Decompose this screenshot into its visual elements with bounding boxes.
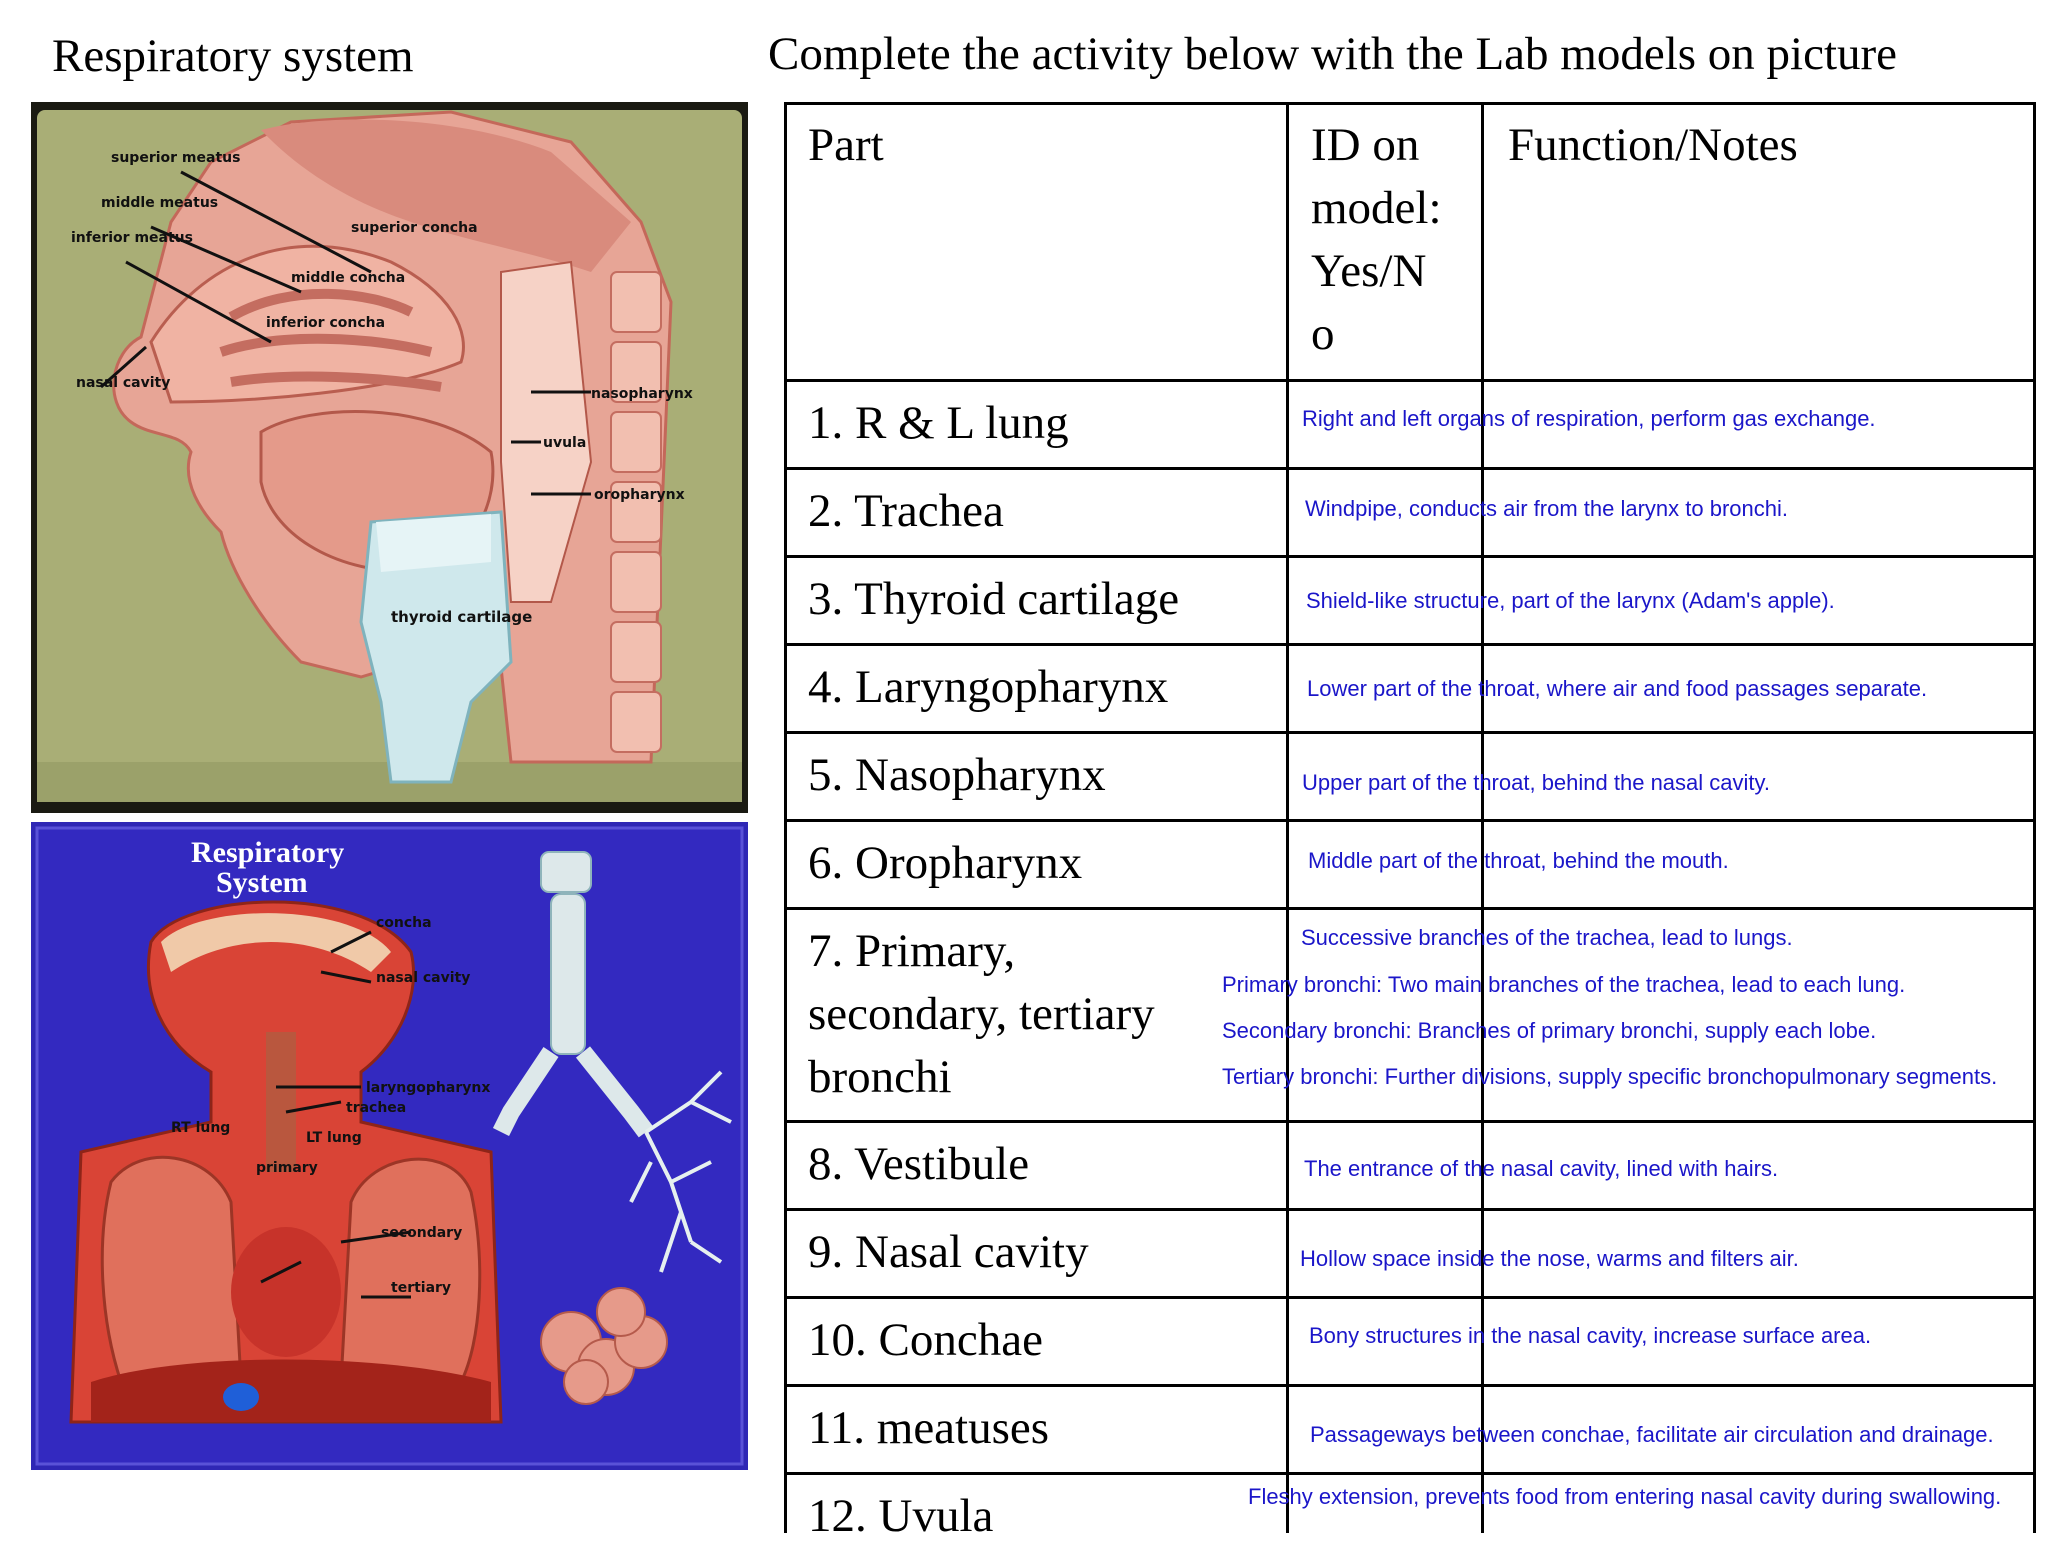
- table-row-part: 6. Oropharynx: [808, 837, 1083, 889]
- header-id-line1: ID on: [1311, 119, 1420, 171]
- note-text[interactable]: Fleshy extension, prevents food from ent…: [1248, 1484, 2002, 1509]
- label-nasal-cavity: nasal cavity: [76, 375, 170, 391]
- table-row-part: secondary, tertiary: [808, 988, 1155, 1040]
- table-row-part: 4. Laryngopharynx: [808, 661, 1169, 713]
- note-text[interactable]: Windpipe, conducts air from the larynx t…: [1305, 496, 1789, 521]
- label-inferior-meatus: inferior meatus: [71, 230, 193, 246]
- note-text[interactable]: Secondary bronchi: Branches of primary b…: [1222, 1018, 1877, 1043]
- table-row-part: 7. Primary,: [808, 925, 1016, 977]
- header-function: Function/Notes: [1508, 119, 1798, 171]
- label-rt-lung: RT lung: [171, 1120, 230, 1136]
- table-row-part: 9. Nasal cavity: [808, 1226, 1089, 1278]
- label-lt-lung: LT lung: [306, 1130, 362, 1146]
- table-row-part: 12. Uvula: [808, 1490, 994, 1542]
- note-text[interactable]: Hollow space inside the nose, warms and …: [1300, 1246, 1799, 1271]
- header-id-line2: model:: [1311, 182, 1442, 234]
- note-text[interactable]: Shield-like structure, part of the laryn…: [1306, 588, 1835, 613]
- label-trachea: trachea: [346, 1100, 406, 1116]
- header-id-line3: Yes/N: [1311, 245, 1427, 297]
- note-text[interactable]: Middle part of the throat, behind the mo…: [1308, 848, 1729, 873]
- head-model-illustration: superior meatus middle meatus inferior m…: [37, 110, 742, 802]
- note-text[interactable]: Passageways between conchae, facilitate …: [1310, 1422, 1994, 1447]
- header-part: Part: [808, 119, 884, 171]
- table-row-part: 11. meatuses: [808, 1402, 1050, 1454]
- label-nasal-cavity-2: nasal cavity: [376, 970, 470, 986]
- label-secondary: secondary: [381, 1225, 462, 1241]
- label-laryngopharynx: laryngopharynx: [366, 1080, 490, 1096]
- note-text[interactable]: Right and left organs of respiration, pe…: [1302, 406, 1876, 431]
- note-text[interactable]: Primary bronchi: Two main branches of th…: [1222, 972, 1906, 997]
- label-middle-concha: middle concha: [291, 270, 405, 286]
- label-middle-meatus: middle meatus: [101, 195, 218, 211]
- table-row-part: 8. Vestibule: [808, 1138, 1030, 1190]
- label-uvula: uvula: [543, 435, 586, 451]
- table-row-part: bronchi: [808, 1051, 952, 1103]
- table-row-part: 5. Nasopharynx: [808, 749, 1106, 801]
- label-oropharynx: oropharynx: [594, 487, 685, 503]
- note-text[interactable]: Successive branches of the trachea, lead…: [1301, 925, 1793, 950]
- poster-title-line1: Respiratory: [191, 836, 344, 869]
- label-superior-concha: superior concha: [351, 220, 478, 236]
- label-thyroid-cartilage: thyroid cartilage: [391, 608, 532, 626]
- label-concha: concha: [376, 915, 432, 931]
- worksheet-table: Part ID on model: Yes/N o Function/Notes…: [784, 102, 2036, 1542]
- left-title: Respiratory system: [52, 30, 414, 82]
- label-tertiary: tertiary: [391, 1280, 451, 1296]
- poster-title-line2: System: [216, 866, 308, 899]
- torso-model-photo: Respiratory System: [31, 822, 748, 1470]
- table-row-part: 10. Conchae: [808, 1314, 1043, 1366]
- torso-model-illustration: Respiratory System: [31, 822, 748, 1470]
- label-inferior-concha: inferior concha: [266, 315, 385, 331]
- note-text[interactable]: Upper part of the throat, behind the nas…: [1302, 770, 1770, 795]
- note-text[interactable]: Bony structures in the nasal cavity, inc…: [1309, 1323, 1872, 1348]
- page-title: Complete the activity below with the Lab…: [768, 28, 1898, 80]
- head-model-photo: superior meatus middle meatus inferior m…: [31, 102, 748, 813]
- label-primary: primary: [256, 1160, 318, 1176]
- note-text[interactable]: Lower part of the throat, where air and …: [1307, 676, 1928, 701]
- label-superior-meatus: superior meatus: [111, 150, 240, 166]
- note-text[interactable]: Tertiary bronchi: Further divisions, sup…: [1222, 1064, 1998, 1089]
- table-row-part: 3. Thyroid cartilage: [808, 573, 1180, 625]
- header-id-line4: o: [1311, 308, 1335, 360]
- table-row-part: 1. R & L lung: [808, 397, 1069, 449]
- label-nasopharynx: nasopharynx: [591, 386, 693, 402]
- table-row-part: 2. Trachea: [808, 485, 1004, 537]
- note-text[interactable]: The entrance of the nasal cavity, lined …: [1304, 1156, 1779, 1181]
